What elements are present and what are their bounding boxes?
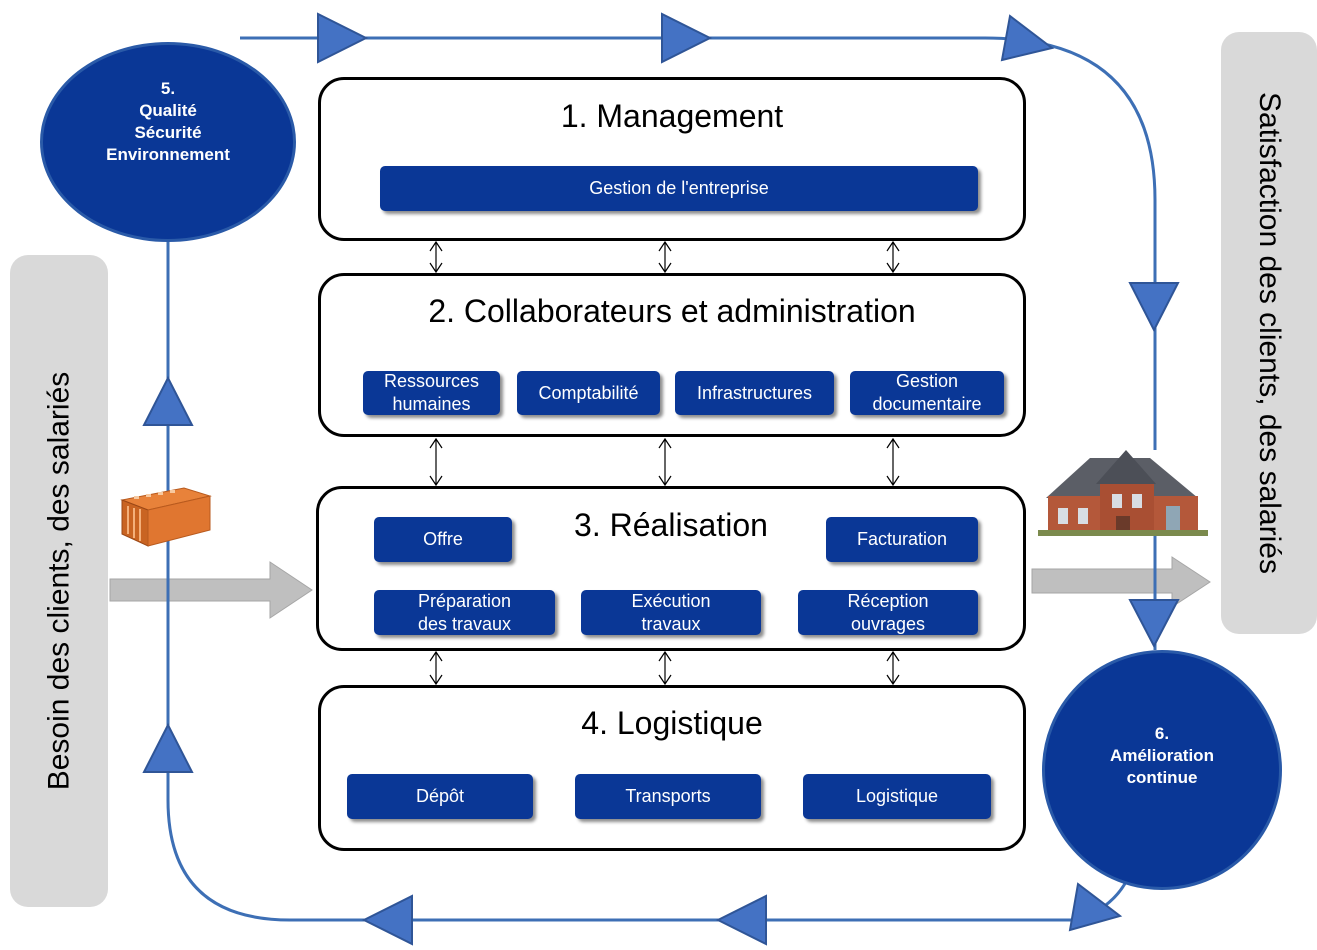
flow-arrowhead (361, 894, 413, 946)
panel-title: 2. Collaborateurs et administration (428, 293, 916, 329)
panel-title: 1. Management (560, 98, 784, 134)
double-arrow-icon (429, 650, 443, 686)
double-arrow-icon (886, 240, 900, 274)
output-arrow (1031, 556, 1211, 608)
process-box-reception-ouvrages: Réception ouvrages (798, 590, 978, 635)
input-arrow (109, 561, 313, 619)
flow-arrowhead (1128, 282, 1180, 333)
continuous-improvement-circle: 6. Amélioration continue (1042, 650, 1282, 890)
flow-arrowhead (1068, 882, 1123, 932)
process-box-ressources-humaines: Ressources humaines (363, 371, 500, 415)
flow-arrowhead (661, 12, 713, 64)
process-box-facturation: Facturation (826, 517, 978, 562)
flow-arrowhead (715, 894, 767, 946)
process-box-infrastructures: Infrastructures (675, 371, 834, 415)
double-arrow-icon (658, 650, 672, 686)
flow-arrowhead (142, 375, 194, 426)
circle-number: 5. (160, 79, 176, 98)
double-arrow-icon (658, 437, 672, 487)
process-box-gestion-documentaire: Gestion documentaire (850, 371, 1004, 415)
flow-arrowhead (1000, 14, 1055, 62)
circle-number: 6. (1154, 724, 1170, 743)
double-arrow-icon (886, 650, 900, 686)
customer-needs-bar: Besoin des clients, des salariés (10, 255, 108, 907)
flow-arrowhead (142, 722, 194, 773)
circle-label: Amélioration continue (1110, 746, 1214, 787)
house-image (1038, 450, 1208, 536)
flow-line-bottom (290, 877, 1130, 922)
process-box-execution-travaux: Exécution travaux (581, 590, 761, 635)
double-arrow-icon (429, 437, 443, 487)
flow-line-left (166, 240, 291, 922)
process-box-comptabilite: Comptabilité (517, 371, 660, 415)
circle-label: Qualité Sécurité Environnement (106, 101, 230, 164)
process-box-logistique: Logistique (803, 774, 991, 819)
process-box-preparation-travaux: Préparation des travaux (374, 590, 555, 635)
process-box-transports: Transports (575, 774, 761, 819)
process-box-gestion-entreprise: Gestion de l'entreprise (380, 166, 978, 211)
double-arrow-icon (658, 240, 672, 274)
process-box-offre: Offre (374, 517, 512, 562)
double-arrow-icon (429, 240, 443, 274)
brick-image (120, 487, 212, 547)
quality-safety-environment-circle: 5. Qualité Sécurité Environnement (40, 42, 296, 242)
panel-connectors (429, 240, 900, 686)
panel-title: 3. Réalisation (574, 507, 768, 543)
double-arrow-icon (886, 437, 900, 487)
flow-arrowhead (317, 12, 369, 64)
process-box-depot: Dépôt (347, 774, 533, 819)
panel-management: 1. Management (318, 77, 1026, 241)
panel-logistique: 4. Logistique (318, 685, 1026, 851)
customer-satisfaction-bar: Satisfaction des clients, des salariés (1221, 32, 1317, 634)
panel-title: 4. Logistique (581, 705, 763, 741)
flow-arrowhead (1128, 599, 1180, 649)
